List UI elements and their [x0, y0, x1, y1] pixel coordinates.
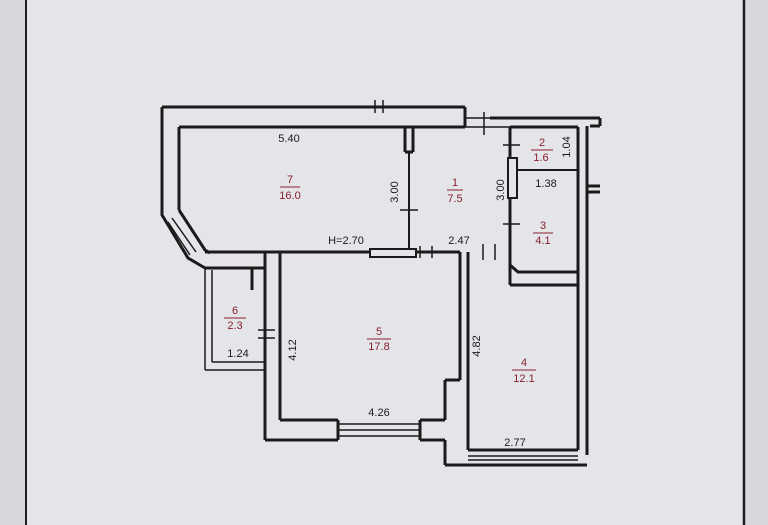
room-label-2: 2 1.6	[531, 137, 553, 164]
room-number: 3	[540, 220, 546, 232]
room-label-4: 4 12.1	[512, 357, 536, 385]
dim-room5-width: 4.26	[368, 407, 389, 419]
room-area: 17.8	[368, 341, 389, 353]
room-number: 6	[232, 305, 238, 317]
dim-room7-width: 5.40	[278, 133, 299, 145]
room-area: 12.1	[513, 373, 534, 385]
room-label-7: 7 16.0	[279, 174, 300, 202]
dim-hall-width: 2.47	[448, 235, 469, 247]
room-labels: 7 16.0 1 7.5 2 1.6 3 4.1 4 12.1 5 17.8	[224, 137, 553, 385]
dim-room4-depth: 4.82	[471, 335, 483, 356]
room-area: 1.6	[533, 152, 548, 164]
dim-room3-width: 1.38	[535, 178, 556, 190]
dim-ceiling-height: H=2.70	[328, 235, 364, 247]
dim-room7-depth: 3.00	[389, 181, 401, 202]
room-area: 7.5	[447, 193, 462, 205]
room-label-3: 3 4.1	[533, 220, 553, 247]
room-number: 4	[521, 357, 527, 369]
room-area: 4.1	[535, 235, 550, 247]
room-number: 7	[287, 174, 293, 186]
dim-room6-width: 1.24	[227, 348, 248, 360]
room-label-5: 5 17.8	[367, 326, 391, 353]
room-number: 2	[539, 137, 545, 149]
dim-room1-depth: 3.00	[495, 179, 507, 200]
dim-room4-width: 2.77	[504, 437, 525, 449]
dim-room5-depth: 4.12	[287, 339, 299, 360]
dimension-labels: 5.40 3.00 3.00 1.04 1.38 H=2.70 2.47 4.1…	[227, 133, 573, 449]
room-number: 5	[376, 326, 382, 338]
room-number: 1	[452, 177, 458, 189]
paper-background	[26, 0, 746, 525]
room-label-1: 1 7.5	[447, 177, 463, 205]
walls	[160, 100, 602, 467]
room-area: 16.0	[279, 190, 300, 202]
room-area: 2.3	[227, 320, 242, 332]
room-label-6: 6 2.3	[224, 305, 246, 332]
dim-room2-side: 1.04	[561, 136, 573, 157]
